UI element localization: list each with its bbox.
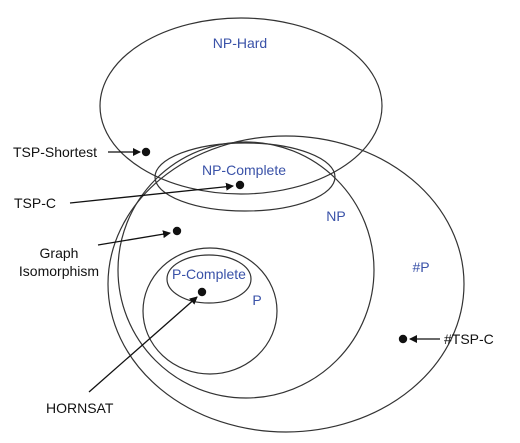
p-complete-label: P-Complete: [172, 266, 246, 282]
np-region: [117, 141, 375, 399]
tsp-c-dot: [235, 180, 245, 190]
np-complete-label: NP-Complete: [202, 162, 286, 178]
p-region: [142, 247, 278, 375]
hornsat-arrow: [88, 296, 198, 393]
tsp-shortest-label: TSP-Shortest: [13, 144, 97, 160]
np-hard-region: [99, 17, 383, 195]
graph-isomorphism-arrow: [97, 230, 171, 246]
tsp-c-label: TSP-C: [14, 195, 56, 211]
sharp-tsp-c-label: #TSP-C: [444, 331, 494, 347]
tsp-shortest-dot: [141, 147, 151, 157]
sharp-p-region: [107, 135, 465, 433]
hornsat-label: HORNSAT: [46, 400, 114, 416]
graph-isomorphism-dot: [172, 226, 182, 236]
np-complete-region: [154, 142, 336, 212]
tsp-c-arrow: [69, 182, 234, 204]
hornsat-dot: [197, 287, 207, 297]
np-hard-label: NP-Hard: [213, 35, 267, 51]
p-complete-region: [166, 254, 252, 304]
graph-isomorphism-label-line2: Isomorphism: [19, 263, 99, 279]
graph-isomorphism-label-line1: Graph: [40, 245, 79, 261]
p-label: P: [252, 292, 261, 308]
sharp-tsp-c-dot: [398, 334, 408, 344]
sharp-p-label: #P: [412, 259, 429, 275]
np-label: NP: [326, 208, 345, 224]
